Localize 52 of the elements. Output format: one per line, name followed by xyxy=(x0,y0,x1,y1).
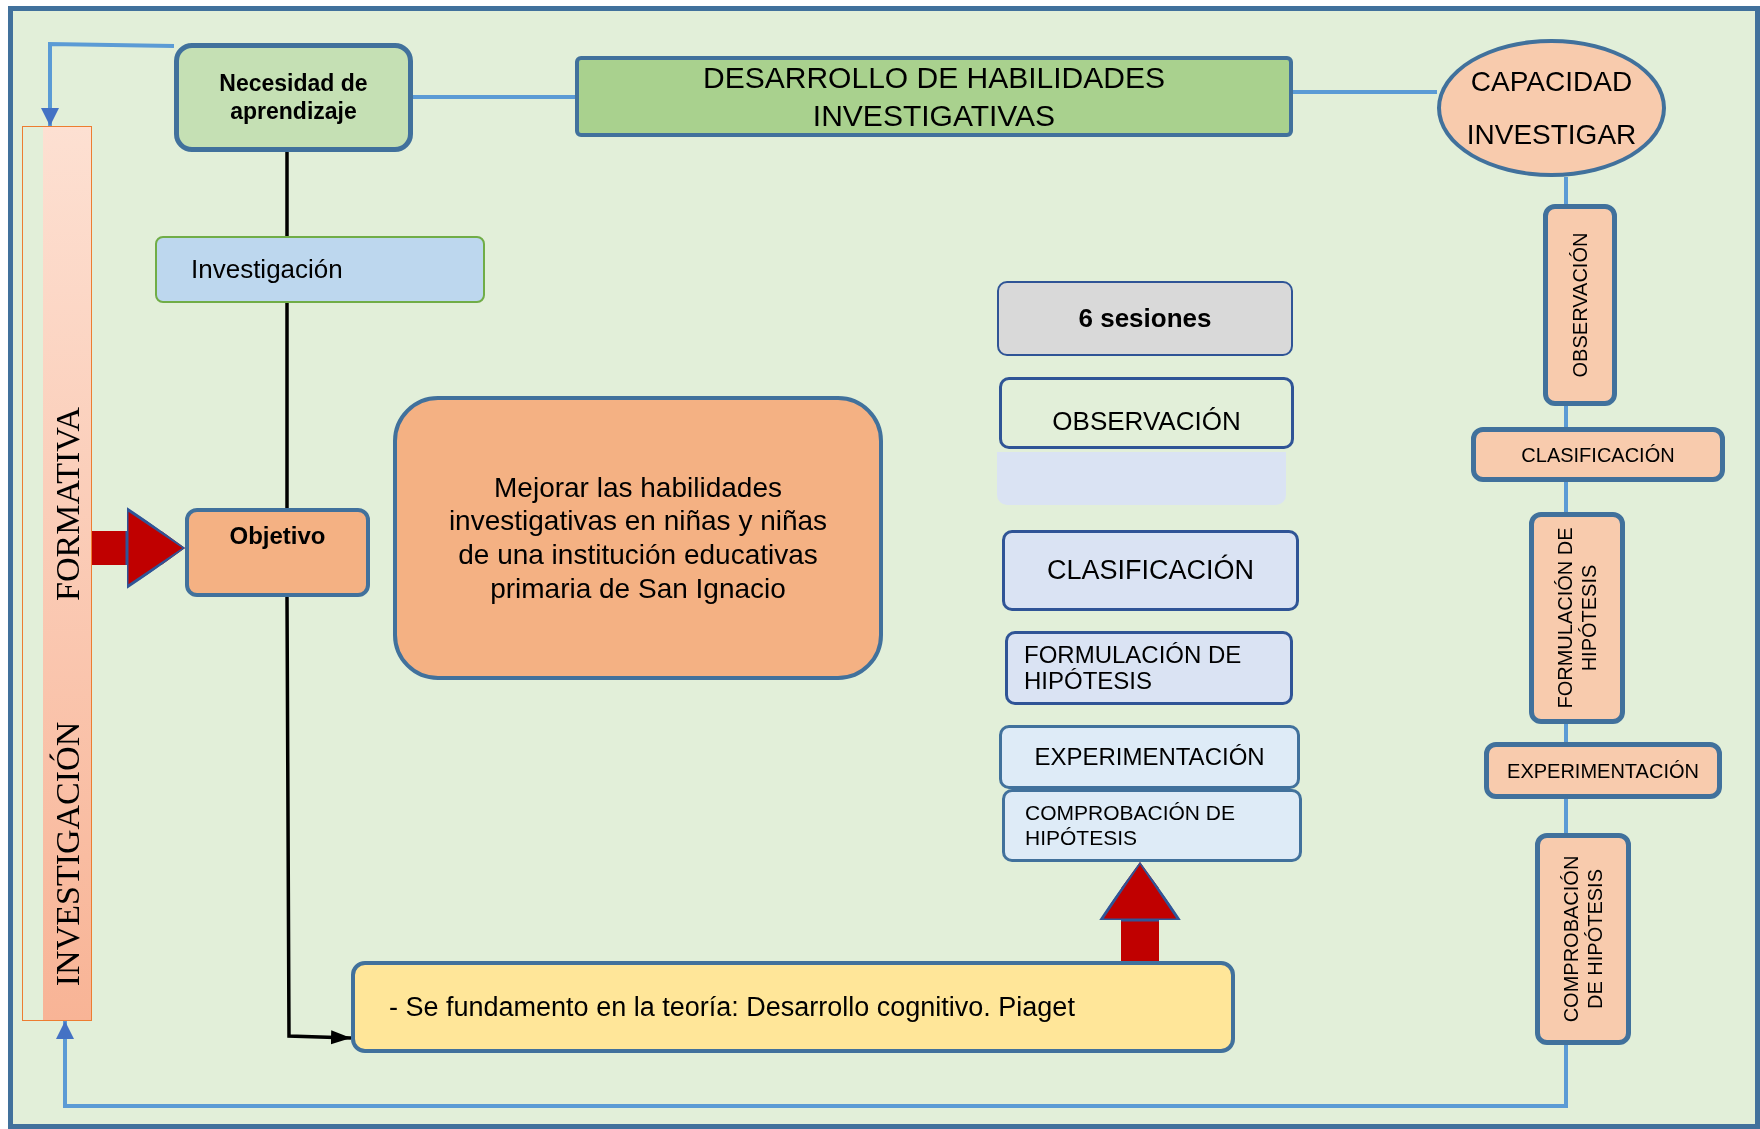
connector-line xyxy=(1293,90,1437,94)
arrow xyxy=(41,41,175,126)
step-box xyxy=(999,377,1294,449)
node-label: EXPERIMENTACIÓN xyxy=(1507,758,1699,783)
process-box xyxy=(155,236,485,303)
connector-line xyxy=(1564,799,1568,833)
node-label: CLASIFICACIÓN xyxy=(1046,554,1254,587)
step-box xyxy=(1005,631,1293,705)
process-box xyxy=(174,43,413,152)
node-label: OBSERVACIÓN xyxy=(1052,406,1241,438)
node-label: Mejorar las habilidades investigativas en niñas y niñas de una institución educativas primaria de San Ignacio xyxy=(447,470,829,606)
connector-line xyxy=(1564,482,1568,512)
vertical-band xyxy=(22,126,92,1021)
node-label: - Se fundamento en la teoría: Desarrollo cognitivo. Piaget xyxy=(389,990,1075,1024)
block-arrow xyxy=(1099,862,1181,961)
step-box xyxy=(1535,833,1631,1045)
title-box xyxy=(575,56,1293,137)
step-box xyxy=(1484,742,1722,799)
band-label: INVESTIGACIÓN xyxy=(47,721,87,987)
session-box xyxy=(997,281,1293,356)
step-box xyxy=(1471,427,1725,482)
node-label: FORMULACIÓN DE HIPÓTESIS xyxy=(1024,641,1243,695)
node-label: CAPACIDAD INVESTIGAR xyxy=(1465,64,1638,152)
node-label: EXPERIMENTACIÓN xyxy=(1034,742,1265,772)
node-label: Objetivo xyxy=(229,522,326,551)
arrow xyxy=(285,597,352,1045)
block-arrow xyxy=(92,507,185,589)
node-label: DESARROLLO DE HABILIDADES INVESTIGATIVAS xyxy=(702,60,1166,134)
connector-line xyxy=(285,303,289,508)
objective-box xyxy=(393,396,883,680)
connector-line xyxy=(1564,177,1568,204)
node-label: Investigación xyxy=(191,253,343,286)
step-box xyxy=(1529,512,1625,724)
arrow xyxy=(56,1021,1568,1108)
step-box xyxy=(1002,530,1299,611)
connector-line xyxy=(1564,724,1568,742)
node-label: COMPROBACIÓN DE HIPÓTESIS xyxy=(1025,801,1237,850)
node-label: Necesidad de aprendizaje xyxy=(218,69,369,126)
connector-line xyxy=(285,152,289,236)
connector-line xyxy=(413,95,575,99)
band-label: FORMATIVA xyxy=(47,407,87,601)
node-label: FORMULACIÓN DE HIPÓTESIS xyxy=(1553,527,1601,709)
step-box xyxy=(999,725,1300,789)
node-label: CLASIFICACIÓN xyxy=(1521,442,1675,467)
node-label: COMPROBACIÓN DE HIPÓTESIS xyxy=(1559,854,1607,1025)
step-box xyxy=(1002,789,1302,862)
node-label: OBSERVACIÓN xyxy=(1568,231,1592,380)
process-box xyxy=(185,508,370,597)
node-label: 6 sesiones xyxy=(1078,302,1212,335)
theory-box xyxy=(351,961,1235,1053)
step-box xyxy=(1543,204,1617,406)
connector-line xyxy=(1564,406,1568,427)
